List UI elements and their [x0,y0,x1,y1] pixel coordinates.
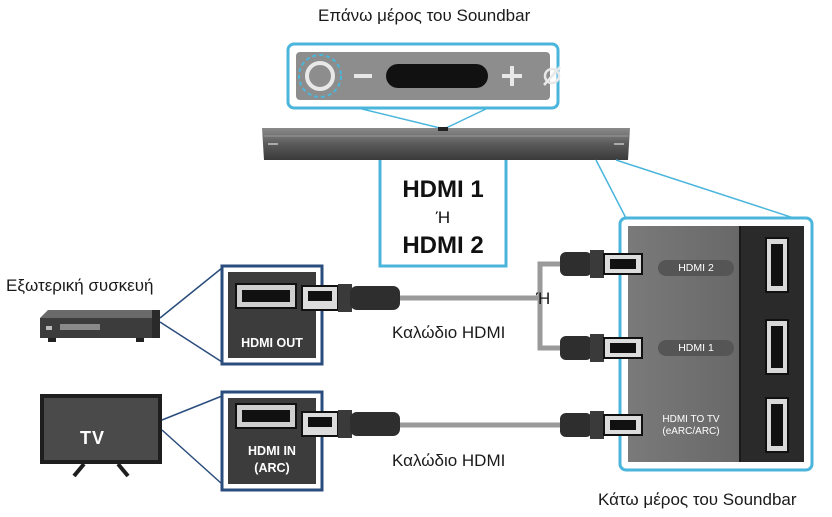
hdmi1-label-pill [658,340,734,356]
soundbar-port-hdmi2 [765,237,789,293]
cable-external [398,261,562,351]
top-panel-title: Επάνω μέρος του Soundbar [318,6,531,25]
volume-down-icon [354,74,372,78]
soundbar-input-hdmi2: HDMI 2 [402,232,484,259]
soundbar-port-hdmi1 [765,319,789,375]
bottom-panel-title: Κάτω μέρος του Soundbar [598,490,797,509]
soundbar-port-hdmi-tv [765,397,789,453]
cable-label-bottom: Καλώδιο HDMI [392,451,506,470]
external-device-icon [40,310,160,342]
soundbar-port-hdmi1-label: HDMI 1 [678,342,714,354]
external-port-box [220,264,324,366]
tv-port-label-line2: (ARC) [254,461,290,475]
tv-port-box [220,390,324,492]
soundbar-inputs-callout [378,160,508,268]
hdmi2-label-pill [658,260,734,276]
external-device-label: Εξωτερική συσκευή [6,276,154,295]
soundbar-port-hdmi2-label: HDMI 2 [678,262,714,274]
hdmi-plug-hdmi2 [560,250,643,278]
tv-port-label-line1: HDMI IN [248,444,296,458]
hdmi-plug-hdmi1 [560,334,643,362]
soundbar-port-tv-label-line2: (eARC/ARC) [662,426,720,437]
cable-or-label: Ή [536,289,551,308]
soundbar-top-panel [286,42,561,110]
tv-label: TV [80,428,106,448]
hdmi-plug-external [301,284,400,312]
control-display [386,64,488,88]
cable-label-top: Καλώδιο HDMI [392,323,506,342]
hdmi-plug-tv [301,410,400,438]
soundbar-input-hdmi1: HDMI 1 [402,176,484,203]
soundbar-port-tv-label-line1: HDMI TO TV [662,414,720,425]
volume-up-icon [502,66,522,86]
mic-mute-icon [543,66,561,86]
soundbar-body [262,127,630,160]
soundbar-input-or: Ή [435,208,451,227]
hdmi-plug-tv-soundbar [560,411,643,439]
external-port-label: HDMI OUT [241,336,303,350]
power-button-icon [298,54,342,98]
tv-icon [40,394,162,478]
